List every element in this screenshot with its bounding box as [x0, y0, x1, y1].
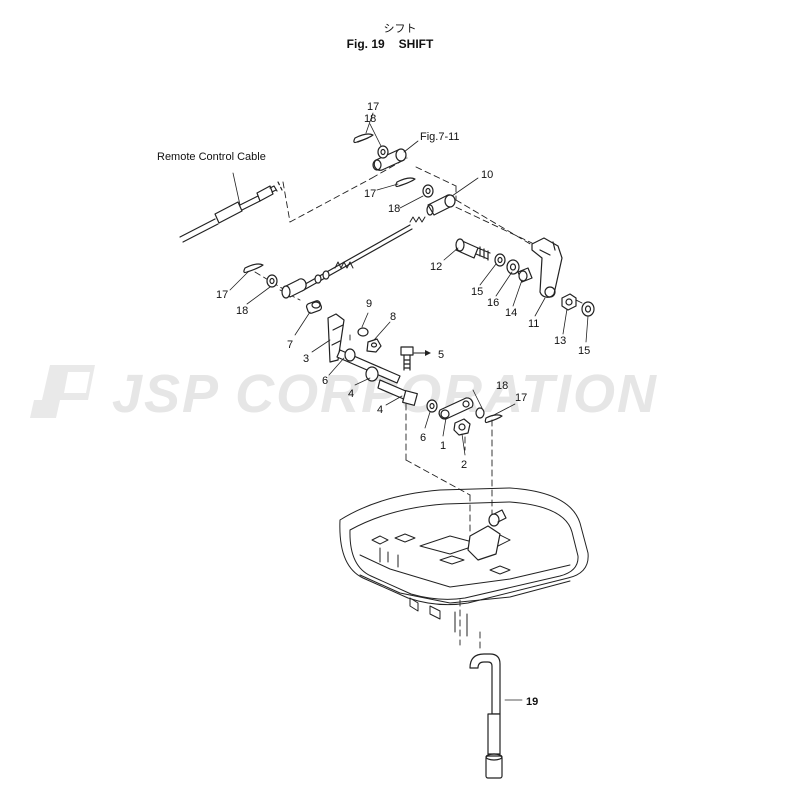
lever-11 [531, 237, 563, 298]
clip-17-right [484, 414, 503, 424]
label-8: 8 [390, 311, 396, 323]
label-17a: 17 [367, 101, 379, 113]
title-japanese: シフト [383, 22, 417, 35]
clip-17-middle [395, 177, 416, 188]
bracket-3 [327, 313, 345, 363]
nut-13 [561, 293, 577, 311]
washer-15-right [581, 301, 595, 317]
label-4b: 4 [377, 404, 383, 416]
label-15b: 15 [578, 345, 590, 357]
remote-control-cable [179, 181, 283, 243]
leader-lines [229, 112, 589, 701]
clip-17-upper [353, 133, 374, 144]
label-6b: 6 [420, 432, 426, 444]
part-labels: Remote Control Cable Fig.7-11 17 18 17 1… [157, 101, 590, 708]
label-18b: 18 [388, 203, 400, 215]
label-1: 1 [440, 440, 446, 452]
label-15a: 15 [471, 286, 483, 298]
dashed-guide-lines [254, 157, 583, 649]
washer-18-lower-left [266, 274, 278, 288]
label-fig-ref: Fig.7-11 [420, 131, 460, 143]
label-5: 5 [438, 349, 444, 361]
bolt-5 [400, 346, 431, 371]
label-remote-control-cable: Remote Control Cable [157, 151, 266, 163]
washer-15-left [494, 253, 506, 267]
figure-name: SHIFT [398, 37, 434, 51]
label-7: 7 [287, 339, 293, 351]
label-13: 13 [554, 335, 566, 347]
washer-9 [357, 327, 369, 337]
nut-2 [453, 418, 471, 436]
figure-title: Fig. 19 SHIFT [0, 37, 780, 51]
nut-8 [366, 338, 382, 353]
lever-1 [438, 397, 474, 420]
label-14: 14 [505, 307, 517, 319]
label-18c: 18 [236, 305, 248, 317]
figure-number: Fig. 19 [346, 37, 385, 51]
collar-upper [372, 148, 407, 171]
label-19: 19 [526, 696, 538, 708]
shift-shaft-19 [469, 653, 503, 779]
label-16: 16 [487, 297, 499, 309]
shift-arm-bracket [467, 509, 507, 561]
rod-4-upper [336, 348, 401, 384]
label-11: 11 [528, 318, 539, 330]
washer-16 [506, 259, 520, 275]
label-2: 2 [461, 459, 467, 471]
pivot-bolt-12 [455, 238, 491, 261]
label-18a: 18 [364, 113, 376, 125]
collar-lower-left [281, 278, 307, 299]
label-17c: 17 [216, 289, 228, 301]
bushing-14 [517, 267, 533, 283]
label-12: 12 [430, 261, 442, 273]
label-9: 9 [366, 298, 372, 310]
label-3: 3 [303, 353, 309, 365]
joint-7 [305, 300, 323, 314]
washer-18-middle [422, 184, 434, 198]
label-18d: 18 [496, 380, 508, 392]
shift-rod [299, 216, 426, 292]
engine-base-outline [339, 487, 589, 637]
label-6a: 6 [322, 375, 328, 387]
clip-17-lower-left [243, 263, 264, 274]
label-4a: 4 [348, 388, 354, 400]
collar-middle [426, 194, 456, 216]
rod-4-lower [377, 379, 418, 406]
label-17d: 17 [515, 392, 527, 404]
label-10: 10 [481, 169, 493, 181]
washer-6-lower [426, 399, 438, 413]
washer-18-right [475, 407, 485, 419]
label-17b: 17 [364, 188, 376, 200]
washer-18-upper [377, 145, 389, 159]
